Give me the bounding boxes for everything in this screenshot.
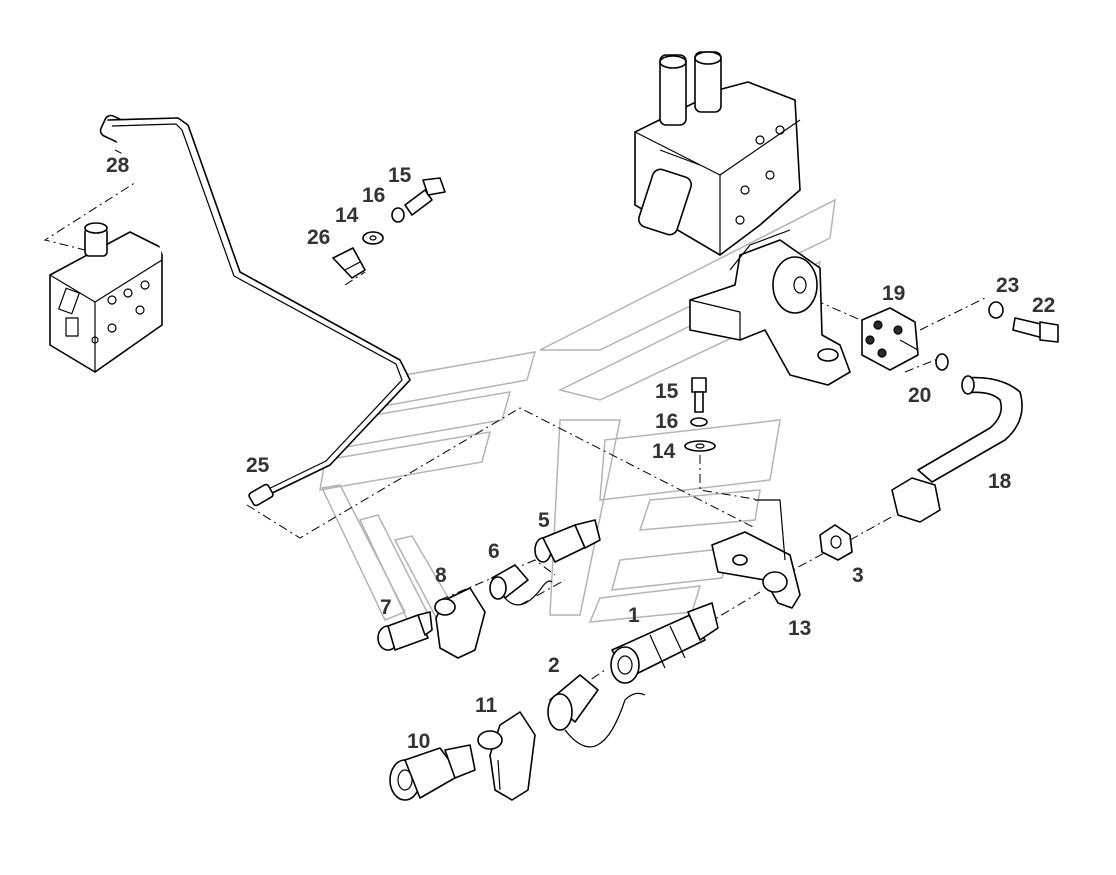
o-ring-20 bbox=[935, 353, 949, 371]
callout-26: 26 bbox=[307, 226, 330, 249]
callout-10: 10 bbox=[407, 730, 430, 753]
flange-19 bbox=[861, 307, 919, 371]
callout-labels: 1 2 3 5 6 7 8 10 11 13 14 14 15 15 16 16… bbox=[106, 154, 1055, 753]
callout-14-upper: 14 bbox=[335, 204, 359, 227]
bolt-15-upper bbox=[404, 177, 446, 216]
coupling-10 bbox=[389, 744, 476, 801]
callout-13: 13 bbox=[788, 617, 811, 640]
coupling-7 bbox=[377, 611, 433, 651]
callout-15-lower: 15 bbox=[655, 380, 679, 403]
callout-25: 25 bbox=[246, 454, 270, 477]
mounting-bracket bbox=[689, 229, 851, 386]
coupling-1 bbox=[610, 602, 719, 684]
bolt-22 bbox=[1012, 317, 1059, 343]
coupling-5 bbox=[534, 519, 601, 563]
callout-18: 18 bbox=[988, 470, 1012, 493]
callout-8: 8 bbox=[435, 564, 447, 587]
callout-15-upper: 15 bbox=[388, 164, 412, 187]
valve-block-large bbox=[634, 51, 801, 256]
protective-cover-11 bbox=[477, 711, 536, 801]
hose-18 bbox=[891, 375, 1023, 523]
washer-16-upper bbox=[391, 207, 405, 223]
dust-cap-2 bbox=[547, 674, 646, 748]
callout-1: 1 bbox=[628, 604, 640, 627]
washer-16-lower bbox=[690, 417, 708, 427]
callout-7: 7 bbox=[380, 596, 392, 619]
callout-2: 2 bbox=[548, 654, 560, 677]
callout-14-lower: 14 bbox=[652, 440, 676, 463]
callout-16-upper: 16 bbox=[362, 184, 385, 207]
valve-block-small bbox=[49, 222, 163, 373]
washer-14-upper bbox=[362, 231, 384, 245]
dust-cap-6 bbox=[489, 564, 553, 606]
nut-3 bbox=[819, 524, 853, 561]
hydraulic-tube-25 bbox=[107, 117, 411, 507]
callout-16-lower: 16 bbox=[655, 410, 678, 433]
callout-20: 20 bbox=[908, 384, 931, 407]
callout-22: 22 bbox=[1032, 294, 1055, 317]
bracket-13 bbox=[711, 499, 801, 609]
callout-23: 23 bbox=[996, 274, 1019, 297]
callout-3: 3 bbox=[852, 564, 864, 587]
washer-23 bbox=[988, 301, 1004, 319]
callout-19: 19 bbox=[882, 282, 905, 305]
callout-6: 6 bbox=[488, 540, 500, 563]
bolt-15-lower bbox=[691, 377, 707, 413]
callout-5: 5 bbox=[538, 509, 550, 532]
bracket-26 bbox=[332, 247, 366, 279]
callout-11: 11 bbox=[475, 694, 498, 717]
callout-28: 28 bbox=[106, 154, 130, 177]
protective-cover-8 bbox=[434, 587, 486, 659]
washer-14-lower bbox=[684, 440, 716, 452]
